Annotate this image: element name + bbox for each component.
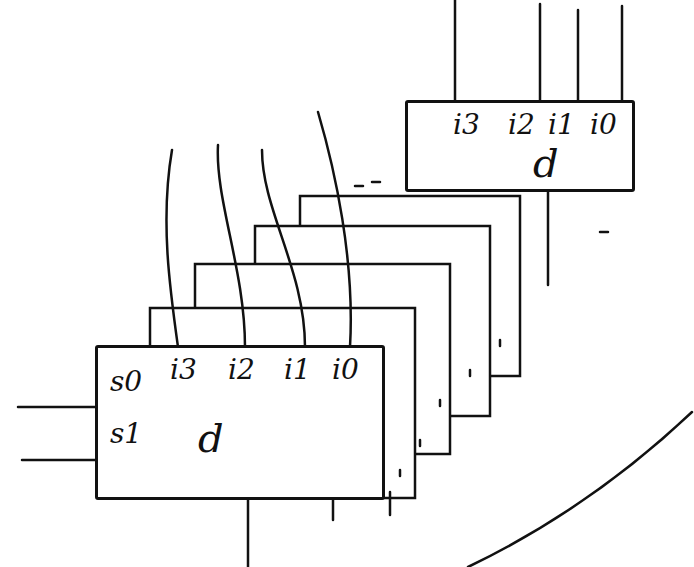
signal-name: i1 <box>284 356 311 384</box>
signal-name: i0 <box>590 111 617 139</box>
signal-name: s0 <box>110 368 142 396</box>
signal-name: s1 <box>110 420 142 448</box>
signal-name: i2 <box>228 356 255 384</box>
signal-name: i0 <box>332 356 359 384</box>
signal-name: d <box>198 418 224 458</box>
wires <box>18 0 692 567</box>
mux-box: s0 s1 i3 i2 i1 i0 d <box>95 345 385 500</box>
mux-box: i3 i2 i1 i0 d <box>405 100 635 192</box>
signal-name: i1 <box>548 111 575 139</box>
signal-name: i3 <box>453 111 480 139</box>
signal-name: i3 <box>170 356 197 384</box>
signal-name: i2 <box>508 111 535 139</box>
signal-name: d <box>533 143 559 183</box>
